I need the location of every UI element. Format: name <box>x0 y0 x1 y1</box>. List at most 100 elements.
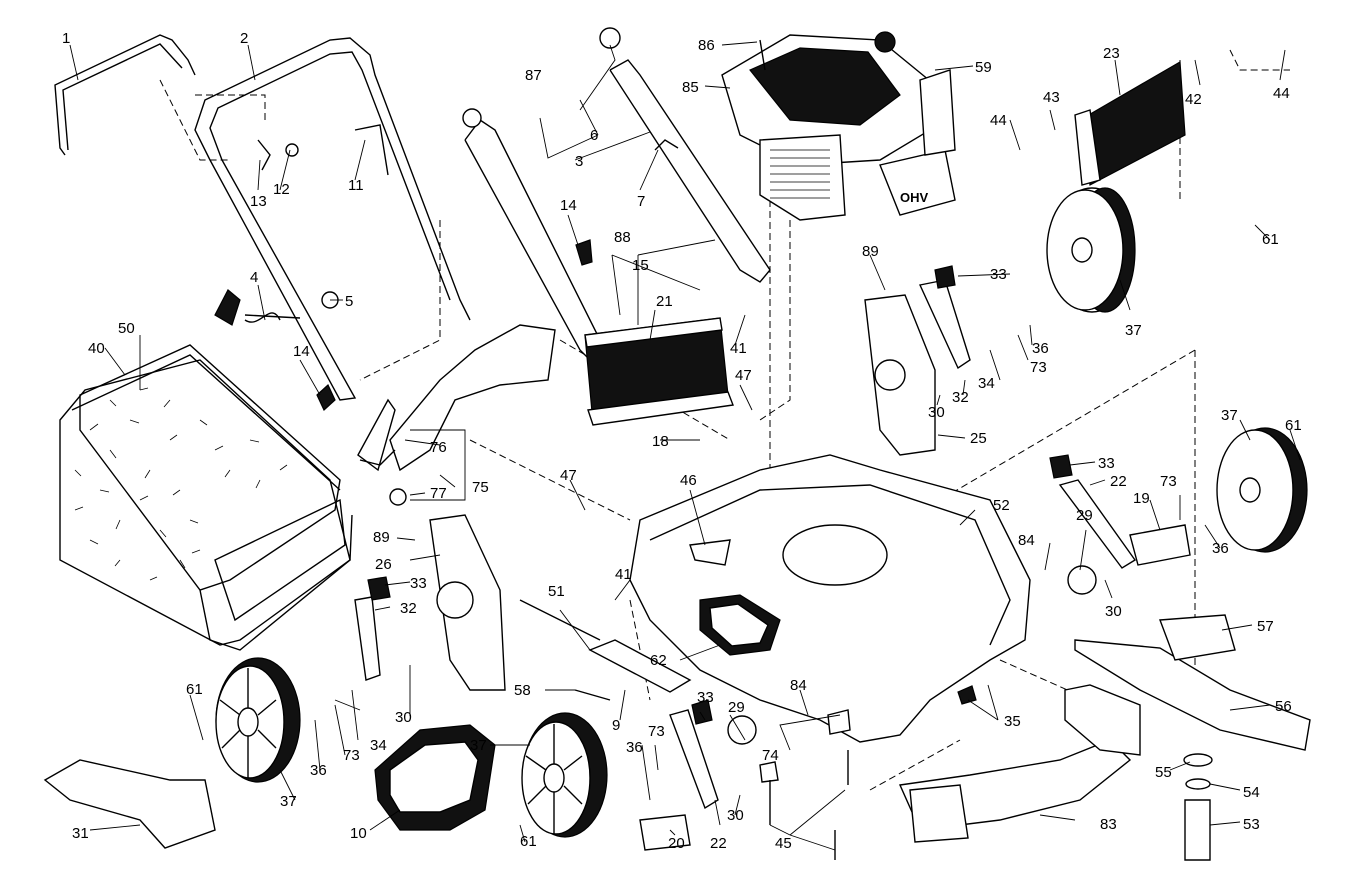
label-41b: 41 <box>615 566 632 583</box>
label-33a: 33 <box>990 266 1007 283</box>
label-45: 45 <box>775 835 792 852</box>
label-75: 75 <box>472 479 489 496</box>
label-42: 42 <box>1185 91 1202 108</box>
handle-assembly <box>54 27 771 411</box>
label-61b: 61 <box>1285 417 1302 434</box>
label-11: 11 <box>348 177 364 194</box>
label-87: 87 <box>525 67 542 84</box>
label-3: 3 <box>575 153 583 170</box>
label-89a: 89 <box>862 243 879 260</box>
label-54: 54 <box>1243 784 1260 801</box>
label-73a: 73 <box>1030 359 1047 376</box>
label-33d: 33 <box>697 689 714 706</box>
label-29a: 29 <box>1076 507 1093 524</box>
engine: OHV <box>721 31 956 221</box>
label-84a: 84 <box>1018 532 1035 549</box>
label-4: 4 <box>250 269 258 286</box>
label-1: 1 <box>62 30 70 47</box>
label-19: 19 <box>1133 490 1150 507</box>
label-9: 9 <box>612 717 620 734</box>
label-76: 76 <box>430 439 447 456</box>
part-labels: 1 2 3 4 5 6 7 9 10 11 12 13 14 14 15 18 … <box>62 30 1302 852</box>
label-30c: 30 <box>395 709 412 726</box>
label-15: 15 <box>632 257 649 274</box>
label-73b: 73 <box>1160 473 1177 490</box>
label-25: 25 <box>970 430 987 447</box>
label-13: 13 <box>250 193 267 210</box>
label-31: 31 <box>72 825 89 842</box>
label-77: 77 <box>430 485 447 502</box>
label-26: 26 <box>375 556 392 573</box>
wheels <box>215 187 1308 838</box>
label-18: 18 <box>652 433 669 450</box>
label-83: 83 <box>1100 816 1117 833</box>
mower-deck <box>629 454 1031 743</box>
label-6: 6 <box>590 127 598 144</box>
label-34a: 34 <box>978 375 995 392</box>
label-61a: 61 <box>1262 231 1279 248</box>
label-52: 52 <box>993 497 1010 514</box>
control-bar <box>54 34 196 156</box>
label-43: 43 <box>1043 89 1060 106</box>
label-53: 53 <box>1243 816 1260 833</box>
label-35: 35 <box>1004 713 1021 730</box>
rear-cover <box>43 759 216 849</box>
handle-knob <box>214 289 241 326</box>
label-62: 62 <box>650 652 667 669</box>
axle-and-hardware <box>519 599 977 860</box>
grass-bag <box>59 344 353 651</box>
label-29b: 29 <box>728 699 745 716</box>
label-40: 40 <box>88 340 105 357</box>
label-86: 86 <box>698 37 715 54</box>
label-33c: 33 <box>410 575 427 592</box>
wheel-top-right <box>1046 187 1136 313</box>
label-22b: 22 <box>710 835 727 852</box>
label-32b: 32 <box>400 600 417 617</box>
label-41a: 41 <box>730 340 747 357</box>
label-5: 5 <box>345 293 353 310</box>
label-23: 23 <box>1103 45 1120 62</box>
label-20: 20 <box>668 835 685 852</box>
label-84b: 84 <box>790 677 807 694</box>
wheel-bottom-left <box>215 657 301 783</box>
label-58: 58 <box>514 682 531 699</box>
label-88: 88 <box>614 229 631 246</box>
height-adjusters <box>354 265 1191 851</box>
label-47b: 47 <box>560 467 577 484</box>
label-36a: 36 <box>1032 340 1049 357</box>
label-44a: 44 <box>990 112 1007 129</box>
label-14b: 14 <box>293 343 310 360</box>
label-2: 2 <box>240 30 248 47</box>
label-37d: 37 <box>470 737 487 754</box>
label-51: 51 <box>548 583 565 600</box>
label-10: 10 <box>350 825 367 842</box>
label-50: 50 <box>118 320 135 337</box>
label-61c: 61 <box>186 681 203 698</box>
label-34b: 34 <box>370 737 387 754</box>
label-30b: 30 <box>1105 603 1122 620</box>
engine-badge: OHV <box>900 190 929 205</box>
wheel-bottom-center <box>521 712 608 838</box>
label-89b: 89 <box>373 529 390 546</box>
covers <box>43 724 496 849</box>
label-56: 56 <box>1275 698 1292 715</box>
label-30a: 30 <box>928 404 945 421</box>
label-37b: 37 <box>1221 407 1238 424</box>
label-73c: 73 <box>343 747 360 764</box>
label-36c: 36 <box>310 762 327 779</box>
label-22a: 22 <box>1110 473 1127 490</box>
label-7: 7 <box>637 193 645 210</box>
label-47a: 47 <box>735 367 752 384</box>
blade-assembly <box>898 614 1311 861</box>
label-21: 21 <box>656 293 673 310</box>
label-37c: 37 <box>280 793 297 810</box>
label-12: 12 <box>273 181 290 198</box>
wheel-mid-right <box>1216 427 1308 553</box>
label-37a: 37 <box>1125 322 1142 339</box>
label-14a: 14 <box>560 197 577 214</box>
rear-door <box>584 317 734 426</box>
label-46: 46 <box>680 472 697 489</box>
label-44b: 44 <box>1273 85 1290 102</box>
label-36d: 36 <box>626 739 643 756</box>
